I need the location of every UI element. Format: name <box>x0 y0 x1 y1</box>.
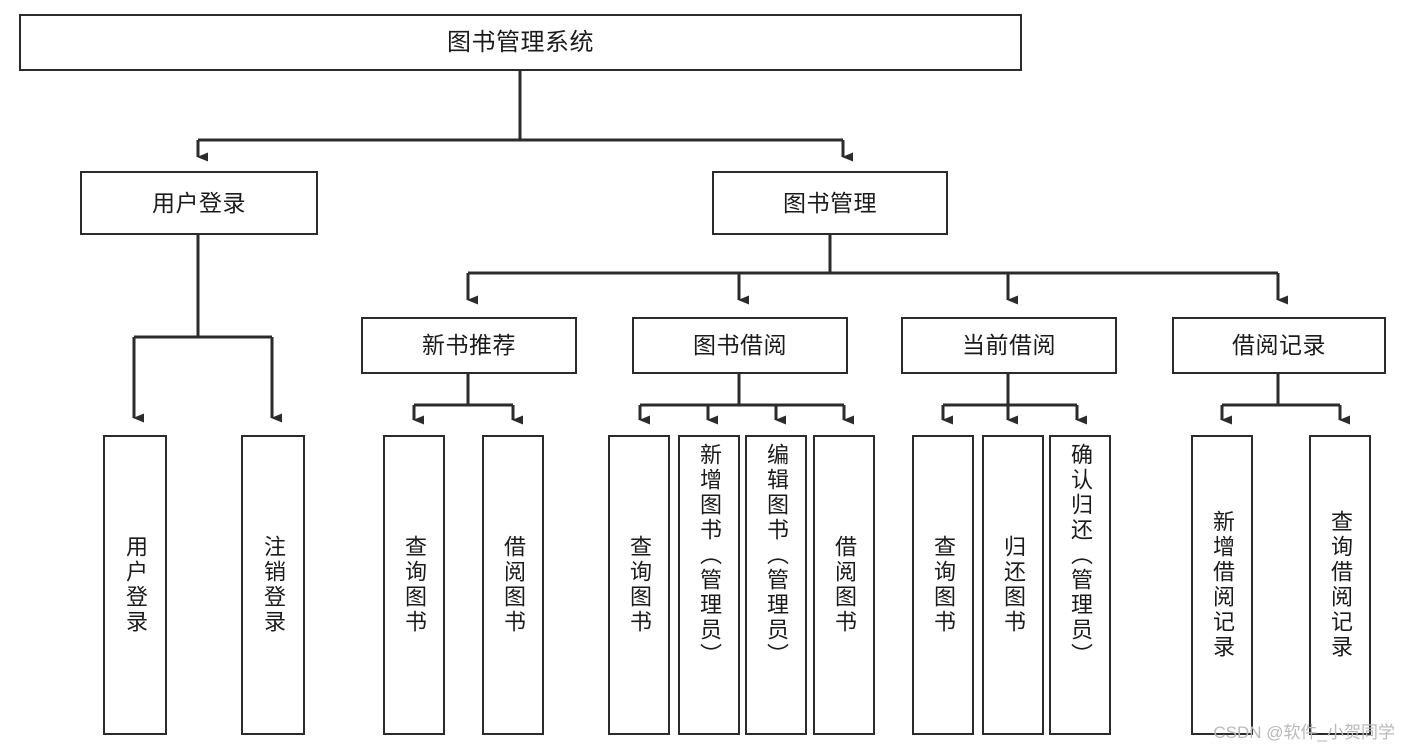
watermark: CSDN @软件_小贺同学 <box>1213 723 1395 742</box>
node-label: 借阅图书 <box>832 535 857 635</box>
leaf-recommend-query-book[interactable]: 查询图书 <box>383 435 445 735</box>
node-label: 查询借阅记录 <box>1328 510 1353 660</box>
node-label: 当前借阅 <box>962 332 1056 359</box>
node-new-book-recommend[interactable]: 新书推荐 <box>361 317 577 374</box>
node-label: 查询图书 <box>627 535 652 635</box>
node-label: 图书管理 <box>783 189 877 216</box>
leaf-user-login-login[interactable]: 用户登录 <box>103 435 167 735</box>
node-label: 新增借阅记录 <box>1210 510 1235 660</box>
leaf-current-confirm-return-admin[interactable]: 确认归还（管理员） <box>1049 435 1111 735</box>
node-label: 图书管理系统 <box>447 28 594 56</box>
node-book-borrow[interactable]: 图书借阅 <box>632 317 848 374</box>
leaf-borrow-borrow-book[interactable]: 借阅图书 <box>813 435 875 735</box>
leaf-records-add-record[interactable]: 新增借阅记录 <box>1191 435 1253 735</box>
node-label: 借阅记录 <box>1232 332 1326 359</box>
node-label: 借阅图书 <box>501 535 526 635</box>
node-current-borrow[interactable]: 当前借阅 <box>901 317 1117 374</box>
leaf-current-query-book[interactable]: 查询图书 <box>912 435 974 735</box>
leaf-recommend-borrow-book[interactable]: 借阅图书 <box>482 435 544 735</box>
node-label: 新书推荐 <box>422 332 516 359</box>
node-user-login[interactable]: 用户登录 <box>80 171 318 235</box>
node-book-management[interactable]: 图书管理 <box>712 171 948 235</box>
node-label: 确认归还（管理员） <box>1068 443 1093 668</box>
node-label: 用户登录 <box>152 189 246 216</box>
node-label: 编辑图书（管理员） <box>764 443 789 668</box>
leaf-borrow-query-book[interactable]: 查询图书 <box>608 435 670 735</box>
node-label: 归还图书 <box>1001 535 1026 635</box>
leaf-borrow-add-book-admin[interactable]: 新增图书（管理员） <box>678 435 740 735</box>
node-label: 用户登录 <box>123 535 148 635</box>
leaf-user-login-logout[interactable]: 注销登录 <box>241 435 305 735</box>
node-label: 查询图书 <box>402 535 427 635</box>
node-label: 查询图书 <box>931 535 956 635</box>
node-label: 图书借阅 <box>693 332 787 359</box>
node-label: 新增图书（管理员） <box>697 443 722 668</box>
node-borrow-records[interactable]: 借阅记录 <box>1172 317 1386 374</box>
node-root-system[interactable]: 图书管理系统 <box>19 14 1022 71</box>
leaf-borrow-edit-book-admin[interactable]: 编辑图书（管理员） <box>745 435 807 735</box>
node-label: 注销登录 <box>261 535 286 635</box>
leaf-current-return-book[interactable]: 归还图书 <box>982 435 1044 735</box>
leaf-records-query-record[interactable]: 查询借阅记录 <box>1309 435 1371 735</box>
